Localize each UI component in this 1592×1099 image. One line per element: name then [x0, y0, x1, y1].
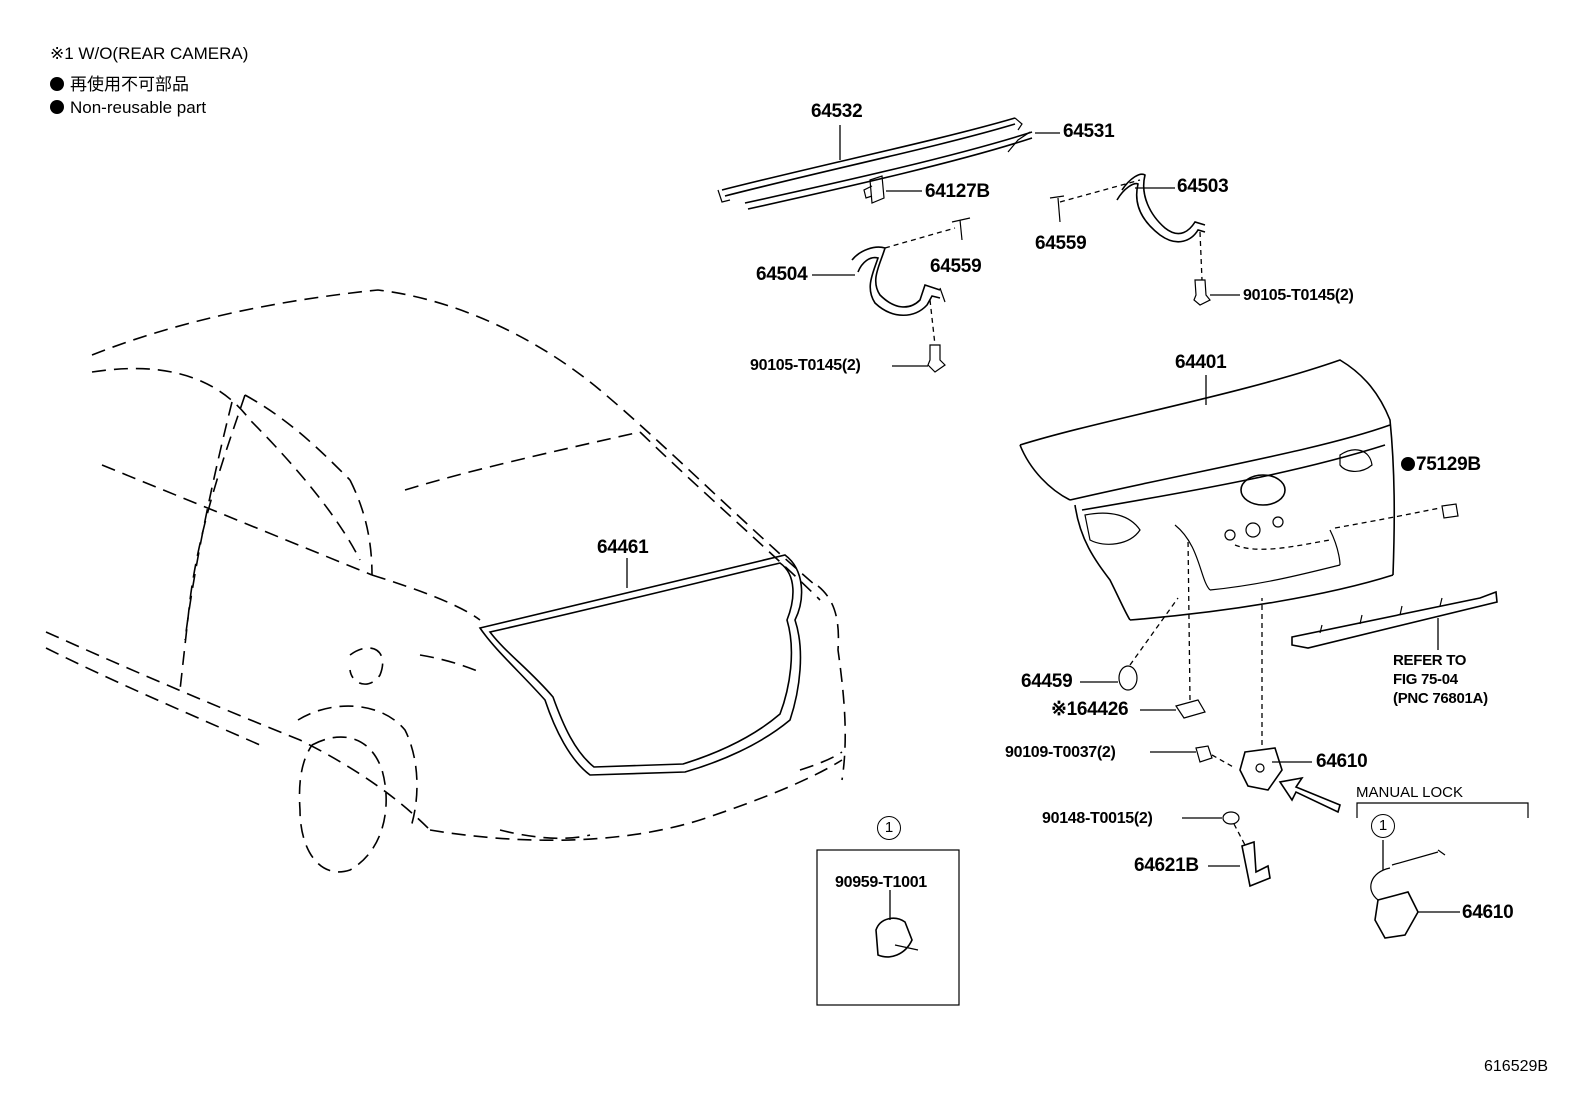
trunk-lid-64401 [1019, 359, 1441, 621]
label-64461[interactable]: 64461 [597, 537, 649, 558]
label-64610-main[interactable]: 64610 [1316, 751, 1368, 772]
stop-lamp [1291, 590, 1498, 649]
non-reusable-bullet-icon [50, 77, 64, 91]
hinge-64504 [851, 217, 971, 373]
note-without-rear-camera: ※1 W/O(REAR CAMERA) [50, 44, 249, 63]
label-64621b[interactable]: 64621B [1134, 855, 1199, 876]
label-90109[interactable]: 90109-T0037(2) [1005, 744, 1116, 761]
callout-circle-one-right: 1 [1371, 814, 1395, 838]
weatherstrip-64461 [478, 554, 803, 776]
label-64503[interactable]: 64503 [1177, 176, 1229, 197]
non-reusable-bullet-icon [50, 100, 64, 114]
leader-lines [626, 125, 1460, 920]
label-64504[interactable]: 64504 [756, 264, 808, 285]
label-refer-line1: REFER TO [1393, 652, 1467, 669]
torsion-rods [717, 117, 1033, 210]
note-non-reusable-en: Non-reusable part [50, 98, 206, 118]
label-64559-right[interactable]: 64559 [1035, 233, 1087, 254]
label-64531[interactable]: 64531 [1063, 121, 1115, 142]
hinge-64503 [1049, 173, 1211, 306]
label-manual-lock: MANUAL LOCK [1356, 784, 1463, 801]
label-75129b[interactable]: 75129B [1401, 454, 1481, 476]
non-reusable-jp-text: 再使用不可部品 [70, 75, 189, 94]
small-parts [1118, 503, 1529, 939]
label-75129b-text: 75129B [1416, 454, 1481, 475]
label-64559-left[interactable]: 64559 [930, 256, 982, 277]
label-90959[interactable]: 90959-T1001 [835, 874, 927, 891]
label-90105-right[interactable]: 90105-T0145(2) [1243, 287, 1354, 304]
label-64610-manual[interactable]: 64610 [1462, 902, 1514, 923]
callout-circle-one-left: 1 [877, 816, 901, 840]
label-64401[interactable]: 64401 [1175, 352, 1227, 373]
label-refer-line2: FIG 75-04 [1393, 671, 1458, 688]
non-reusable-en-text: Non-reusable part [70, 98, 207, 117]
label-90148[interactable]: 90148-T0015(2) [1042, 810, 1153, 827]
clip-64127b [863, 175, 885, 204]
clip-90959-box [816, 849, 960, 1006]
label-64127b[interactable]: 64127B [925, 181, 990, 202]
label-90105-left[interactable]: 90105-T0145(2) [750, 357, 861, 374]
figure-id: 616529B [1484, 1058, 1549, 1075]
non-reusable-bullet-icon [1401, 457, 1415, 471]
label-refer-line3: (PNC 76801A) [1393, 690, 1488, 707]
car-body-outline [45, 289, 846, 873]
label-64532[interactable]: 64532 [811, 101, 863, 122]
note-non-reusable-jp: 再使用不可部品 [50, 75, 189, 95]
label-64426[interactable]: ※164426 [1051, 699, 1129, 720]
label-64459[interactable]: 64459 [1021, 671, 1073, 692]
